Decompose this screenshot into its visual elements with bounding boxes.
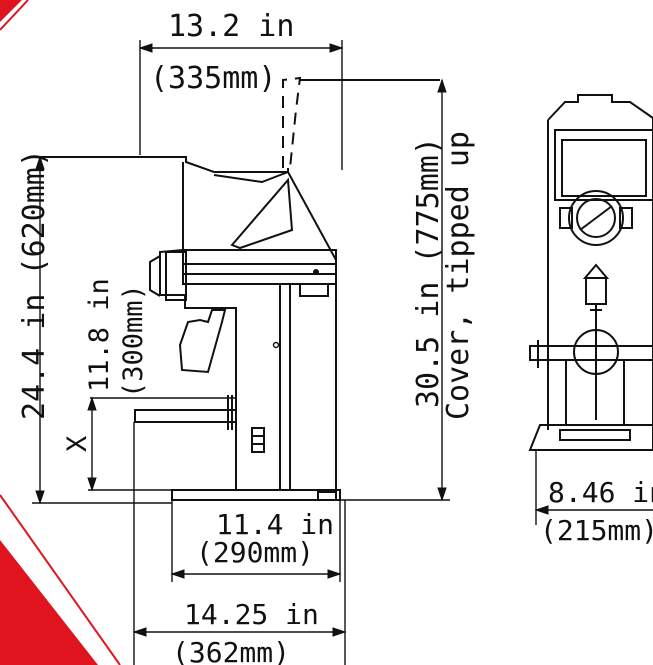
cover-height-label: 30.5 in (775mm) <box>411 137 446 408</box>
top-width-mm-label: (335mm) <box>150 61 276 96</box>
x-label: X <box>62 436 93 452</box>
front-width-in-label: 8.46 in <box>548 476 653 509</box>
top-width-in-label: 13.2 in <box>168 9 294 44</box>
red-accent-line-bottom <box>0 494 121 665</box>
mid-height-in-label: 11.8 in <box>84 278 115 392</box>
front-view-machine <box>528 94 653 451</box>
red-corner-accents <box>0 0 121 665</box>
overall-mm-label: (362mm) <box>172 636 290 665</box>
front-width-mm-label: (215mm) <box>540 514 653 547</box>
dimension-lines <box>32 40 653 665</box>
base-in-label: 11.4 in <box>216 508 334 541</box>
red-accent-top-left <box>0 0 22 22</box>
base-mm-label: (290mm) <box>196 536 314 569</box>
height-label: 24.4 in (620mm) <box>17 149 52 420</box>
side-view-machine <box>38 76 440 501</box>
mid-height-mm-label: (300mm) <box>118 284 149 398</box>
red-accent-bottom-left <box>0 505 98 665</box>
overall-in-label: 14.25 in <box>184 598 319 631</box>
red-accent-line-top <box>0 0 29 31</box>
cover-note-label: Cover, tipped up <box>441 131 476 420</box>
